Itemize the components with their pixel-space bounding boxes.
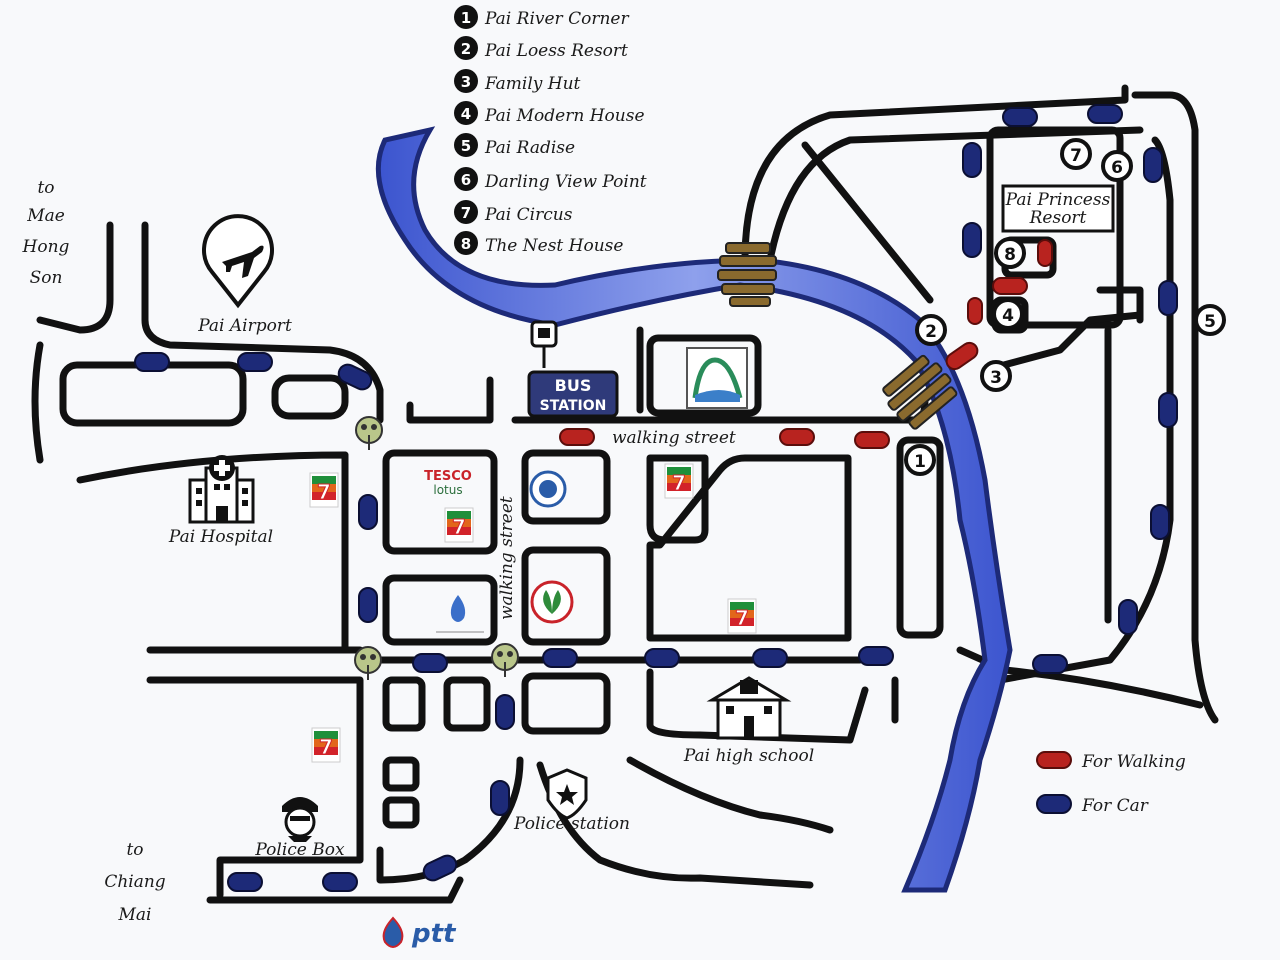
seven-eleven-icon[interactable]	[727, 598, 757, 634]
park-icon[interactable]	[686, 347, 748, 409]
police-box-label: Police Box	[254, 840, 345, 860]
svg-text:Mae: Mae	[26, 206, 65, 226]
svg-text:ptt: ptt	[411, 919, 457, 949]
svg-text:The Nest House: The Nest House	[485, 236, 623, 256]
tesco-lotus-icon[interactable]: TESCO lotus	[424, 469, 472, 497]
svg-text:3: 3	[461, 73, 471, 91]
svg-text:3: 3	[990, 368, 1002, 388]
marker-5[interactable]: 5	[1194, 304, 1226, 336]
walking-street-vertical-label: walking street	[497, 496, 517, 620]
ptt-gas-station-icon[interactable]: ptt	[382, 916, 457, 949]
high-school-label: Pai high school	[683, 746, 814, 766]
bank-icon[interactable]	[436, 595, 484, 633]
svg-text:5: 5	[1204, 312, 1216, 332]
svg-text:Darling View Point: Darling View Point	[484, 172, 647, 192]
svg-text:Family Hut: Family Hut	[484, 74, 581, 94]
svg-text:Chiang: Chiang	[104, 872, 165, 892]
svg-text:to: to	[37, 178, 54, 198]
svg-text:STATION: STATION	[540, 398, 607, 414]
legend-item: 7 Pai Circus	[454, 200, 573, 225]
svg-text:7: 7	[1070, 146, 1082, 166]
svg-text:For Walking: For Walking	[1081, 752, 1186, 772]
svg-text:Pai Modern House: Pai Modern House	[484, 106, 645, 126]
hospital-label: Pai Hospital	[168, 527, 273, 547]
walking-street-label: walking street	[612, 428, 736, 448]
marker-1[interactable]: 1	[904, 444, 936, 476]
svg-text:For Car: For Car	[1081, 796, 1149, 816]
svg-text:Hong: Hong	[22, 237, 70, 257]
svg-text:Pai Loess Resort: Pai Loess Resort	[484, 41, 628, 61]
svg-text:Pai Princess: Pai Princess	[1005, 190, 1111, 210]
pai-river	[375, 126, 1013, 893]
svg-text:Son: Son	[30, 268, 63, 288]
bridge-south	[882, 354, 958, 430]
airport-icon[interactable]	[202, 214, 274, 309]
legend-item: 5 Pai Radise	[454, 133, 575, 158]
legend-walking: For Walking	[1036, 751, 1186, 772]
marker-3[interactable]: 3	[980, 360, 1012, 392]
marker-7[interactable]: 7	[1060, 138, 1092, 170]
hospital-icon[interactable]	[188, 455, 255, 524]
svg-text:8: 8	[461, 235, 471, 253]
svg-text:Pai Radise: Pai Radise	[484, 138, 575, 158]
svg-text:4: 4	[1002, 306, 1014, 326]
seven-eleven-icon[interactable]	[309, 472, 339, 508]
roads	[31, 84, 1219, 904]
bank-icon[interactable]	[529, 470, 567, 508]
airport-label: Pai Airport	[197, 316, 292, 336]
legend-item: 8 The Nest House	[454, 231, 623, 256]
svg-text:1: 1	[461, 9, 471, 27]
police-station-label: Police station	[513, 814, 630, 834]
legend-item: 4 Pai Modern House	[454, 101, 645, 126]
svg-text:6: 6	[1111, 158, 1123, 178]
svg-text:1: 1	[914, 452, 926, 472]
svg-text:to: to	[126, 840, 143, 860]
school-icon[interactable]	[706, 676, 792, 740]
svg-text:Mai: Mai	[118, 905, 152, 925]
svg-text:Pai River Corner: Pai River Corner	[484, 9, 629, 29]
police-box-icon[interactable]	[282, 797, 318, 842]
svg-text:2: 2	[461, 40, 471, 58]
legend-item: 3 Family Hut	[454, 69, 581, 94]
seven-eleven-icon[interactable]	[311, 727, 341, 763]
svg-text:TESCO: TESCO	[424, 469, 472, 484]
svg-text:BUS: BUS	[555, 376, 592, 395]
map-number-markers: 1 2 3 4 5 6 7 8	[904, 138, 1226, 476]
legend-item: 6 Darling View Point	[454, 167, 647, 192]
bridge-north	[717, 242, 777, 307]
marker-2[interactable]: 2	[915, 314, 947, 346]
to-chiang-mai-label: to Chiang Mai	[104, 840, 165, 925]
svg-text:Resort: Resort	[1029, 208, 1087, 228]
legend-item: 1 Pai River Corner	[454, 5, 629, 29]
svg-text:lotus: lotus	[433, 483, 462, 497]
marker-8[interactable]: 8	[994, 237, 1026, 269]
svg-text:8: 8	[1004, 245, 1016, 265]
svg-text:7: 7	[461, 204, 471, 222]
seven-eleven-icon[interactable]	[444, 507, 474, 543]
police-station-icon[interactable]	[546, 768, 588, 820]
svg-text:5: 5	[461, 137, 471, 155]
svg-text:6: 6	[461, 171, 471, 189]
legend-list: 1 Pai River Corner 2 Pai Loess Resort 3 …	[454, 5, 647, 256]
bus-station-icon[interactable]: BUS STATION	[527, 320, 619, 418]
legend-item: 2 Pai Loess Resort	[454, 36, 628, 61]
svg-text:4: 4	[461, 105, 471, 123]
seven-eleven-icon[interactable]	[664, 463, 694, 499]
svg-text:Pai Circus: Pai Circus	[484, 205, 573, 225]
traffic-light-icon	[355, 416, 383, 451]
marker-4[interactable]: 4	[992, 298, 1024, 330]
to-mae-hong-son-label: to Mae Hong Son	[22, 178, 70, 288]
svg-text:2: 2	[925, 322, 937, 342]
marker-6[interactable]: 6	[1101, 150, 1133, 182]
legend-car: For Car	[1036, 794, 1149, 816]
traffic-light-icon	[491, 643, 519, 678]
bank-icon[interactable]	[530, 580, 574, 624]
pai-princess-resort[interactable]: Pai Princess Resort	[1001, 184, 1115, 233]
traffic-light-icon	[354, 646, 382, 681]
